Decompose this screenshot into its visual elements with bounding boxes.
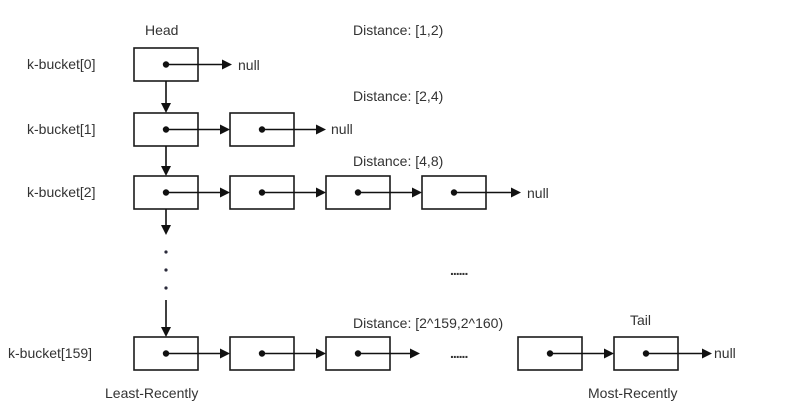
bucket-label-0: k-bucket[0]: [27, 56, 95, 72]
least-recently-label: Least-Recently: [105, 385, 198, 401]
null-label-1: null: [331, 121, 353, 137]
most-recently-label: Most-Recently: [588, 385, 677, 401]
bucket-159-null-arrowhead: [702, 348, 712, 359]
bucket-159-gap-arrowhead: [410, 348, 420, 359]
vertical-ellipsis-dot-1: [164, 268, 168, 272]
head-link-2-gap-arrowhead: [161, 225, 171, 235]
head-label: Head: [145, 22, 178, 38]
vertical-ellipsis-dot-0: [164, 250, 168, 254]
distance-label-0: Distance: [1,2): [353, 22, 443, 38]
bucket-0-null-arrowhead: [222, 59, 232, 70]
middle-ellipsis: ......: [450, 262, 467, 278]
bucket-label-1: k-bucket[1]: [27, 121, 95, 137]
bucket-2-link-0-arrowhead: [220, 187, 230, 198]
distance-label-2: Distance: [4,8): [353, 153, 443, 169]
bucket-label-2: k-bucket[2]: [27, 184, 95, 200]
diagram-shapes: [133, 47, 712, 371]
bucket-159-lru-link-0-arrowhead: [220, 348, 230, 359]
head-link-1-2-arrowhead: [161, 166, 171, 176]
head-link-gap-159-arrowhead: [161, 327, 171, 337]
bucket-159-lru-link-1-arrowhead: [316, 348, 326, 359]
bucket-2-null-arrowhead: [511, 187, 521, 198]
bucket-2-link-1-arrowhead: [316, 187, 326, 198]
null-label-2: null: [527, 185, 549, 201]
bucket-159-mru-link-0-arrowhead: [604, 348, 614, 359]
null-label-0: null: [238, 57, 260, 73]
row-ellipsis: ......: [450, 345, 467, 361]
tail-label: Tail: [630, 312, 651, 328]
null-label-159: null: [714, 345, 736, 361]
bucket-1-link-0-arrowhead: [220, 124, 230, 135]
bucket-2-link-2-arrowhead: [412, 187, 422, 198]
distance-label-1: Distance: [2,4): [353, 88, 443, 104]
bucket-1-null-arrowhead: [316, 124, 326, 135]
bucket-label-159: k-bucket[159]: [8, 345, 92, 361]
head-link-0-1-arrowhead: [161, 103, 171, 113]
distance-label-159: Distance: [2^159,2^160): [353, 315, 503, 331]
vertical-ellipsis-dot-2: [164, 286, 168, 290]
